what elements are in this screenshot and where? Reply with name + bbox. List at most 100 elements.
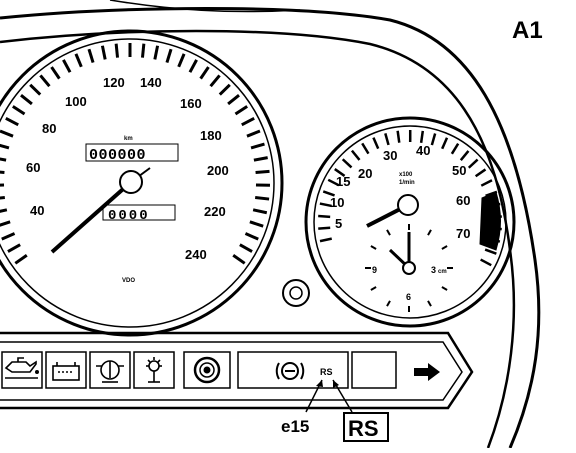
panel-outer-frame [0,333,472,408]
speedo-tick-label-60: 60 [26,160,40,175]
clock-tick [387,301,390,306]
clock-tick [371,287,376,290]
speedo-tick [220,85,230,95]
odometer-digits: 000000 [89,147,146,164]
speedo-tick [0,197,5,199]
speedo-tick [52,67,60,79]
speedo-tick [247,131,260,136]
speedo-tick [233,255,244,263]
tacho-tick [320,239,332,241]
round-indicator-icon [195,358,219,382]
tacho-unit-top: x100 [399,172,413,178]
tacho-tick [385,133,388,145]
speedo-tick [76,54,81,67]
tacho-tick [343,159,352,167]
speedo-tick-label-200: 200 [207,163,229,178]
speedo-tick-label-80: 80 [42,121,56,136]
tacho-tick-label-5: 5 [335,216,342,231]
speedo-tick [0,158,6,161]
lamp-window-battery [46,352,86,388]
speedo-tick [256,171,270,172]
speedo-tick-label-220: 220 [204,204,226,219]
speedo-tick [250,222,263,226]
speedo-tick [102,46,105,60]
tacho-tick-label-30: 30 [383,148,397,163]
speedo-tick [116,44,117,58]
tacho-tick [461,151,469,160]
speedo-tick [0,171,4,172]
warning-light-panel: RS [0,333,472,408]
speedo-tick-label-40: 40 [30,203,44,218]
tacho-tick [421,131,423,143]
speedo-tick [228,95,239,104]
speedo-tick [30,85,40,95]
speedo-tick [0,210,7,213]
speedo-tick [13,106,25,114]
speedo-tick [6,118,18,124]
clock-label-suffix: cm [438,269,447,275]
coolant-temperature-icon [96,361,124,382]
panel-inner-frame [0,342,462,400]
figure-label: A1 [512,17,543,44]
reset-knob-inner [290,287,302,299]
speedo-tick [8,245,20,252]
tacho-tick [481,260,492,266]
speedo-maker-mark: VDO [122,278,135,284]
speedo-tick [245,234,258,240]
tacho-tick-label-40: 40 [416,143,430,158]
tacho-hub [398,195,418,215]
tacho-tick [362,143,368,153]
clock-label-9: 9 [372,265,377,275]
glow-plug-icon [146,357,162,382]
callout-arrow-e15 [316,380,323,387]
speedo-tick [254,158,268,161]
brake-warning-icon [277,363,304,379]
speedometer: 40 60 80 100 120 140 160 180 200 220 240… [0,31,282,335]
callout-arrow-rs [333,380,339,388]
tacho-tick [485,250,496,254]
clock-tick [371,246,376,249]
tacho-tick-label-70: 70 [456,226,470,241]
tacho-tick [352,151,360,160]
speedo-tick [89,49,93,62]
tacho-tick-label-50: 50 [452,163,466,178]
speedo-tick-label-240: 240 [185,247,207,262]
battery-icon [53,362,79,380]
callout-rs: RS [348,416,379,441]
clock-tick [387,230,390,235]
speedo-tick-label-140: 140 [140,75,162,90]
speedo-tick-label-160: 160 [180,96,202,111]
speedo-tick [15,255,26,263]
oil-pressure-icon [5,358,38,378]
trip-digits: 0000 [108,208,150,224]
tacho-tick-label-15: 15 [336,174,350,189]
reset-knob-outer [283,280,309,306]
tacho-tick [398,131,400,143]
speedo-tick-label-120: 120 [103,75,125,90]
speedo-tick [142,44,143,58]
callout-e15: e15 [281,417,309,436]
speedo-tick [40,75,49,86]
lamp-window-blank [352,352,396,388]
clock-label-6: 6 [406,292,411,302]
tacho-tick [432,134,435,146]
tacho-tick [373,138,378,149]
speedo-tick [0,222,10,226]
clock-label-3: 3 [431,265,436,275]
tacho-face-edge [314,126,506,318]
speedo-tick [253,210,267,213]
speedo-tick [235,106,247,114]
tacho-tick [481,180,492,185]
speedo-tick [21,95,32,104]
tacho-tick [469,160,478,168]
speedo-tick-label-180: 180 [200,128,222,143]
tacho-tick-label-20: 20 [358,166,372,181]
clock-tick [428,230,431,235]
tachometer: 5 10 15 20 30 40 50 60 70 x100 1/min 9 6… [306,118,514,326]
speedo-tick [211,75,220,86]
speedo-tick [240,245,252,252]
clock-tick [428,301,431,306]
tacho-tick [476,169,486,176]
